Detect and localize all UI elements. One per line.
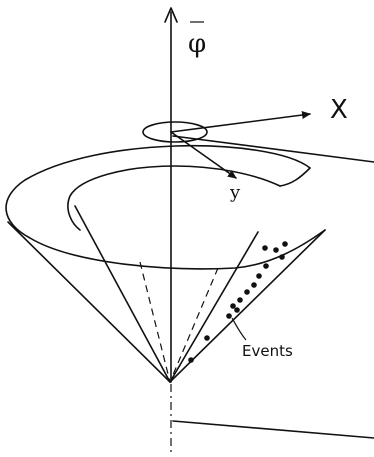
x-axis-label: X xyxy=(330,95,348,125)
event-dot xyxy=(244,289,250,295)
event-dot xyxy=(263,263,269,269)
event-dot xyxy=(273,247,279,253)
outer-cone-right-edge xyxy=(169,229,326,383)
event-dot xyxy=(262,245,268,251)
event-dot xyxy=(234,307,240,313)
vertical-axis-arrowhead xyxy=(164,7,178,23)
phi-label: φ xyxy=(188,29,206,59)
y-axis-arrow xyxy=(170,131,237,179)
spiral-cut-edge xyxy=(279,167,311,187)
event-dot xyxy=(230,303,236,309)
event-dot xyxy=(251,282,257,288)
event-dot xyxy=(237,297,243,303)
y-axis-label: y xyxy=(229,182,241,203)
event-dot xyxy=(279,254,285,260)
event-dots xyxy=(188,241,288,363)
events-leader-line xyxy=(231,317,247,341)
inner-cone-left-edge xyxy=(74,205,171,383)
event-dot xyxy=(204,335,210,341)
upper-plane-edge xyxy=(172,135,374,163)
event-dot xyxy=(188,357,194,363)
inner-cone-right-edge xyxy=(169,231,259,383)
top-ellipse xyxy=(142,121,208,143)
hidden-line-right xyxy=(169,267,219,383)
outer-cone-left-edge xyxy=(7,221,171,383)
event-dot xyxy=(226,313,232,319)
lower-plane-edge xyxy=(172,420,374,439)
hidden-line-left xyxy=(139,261,171,383)
inner-cone-rim xyxy=(67,165,281,231)
event-dot xyxy=(256,273,262,279)
x-axis-arrow xyxy=(170,111,311,133)
events-label: Events xyxy=(242,342,293,360)
event-dot xyxy=(282,241,288,247)
